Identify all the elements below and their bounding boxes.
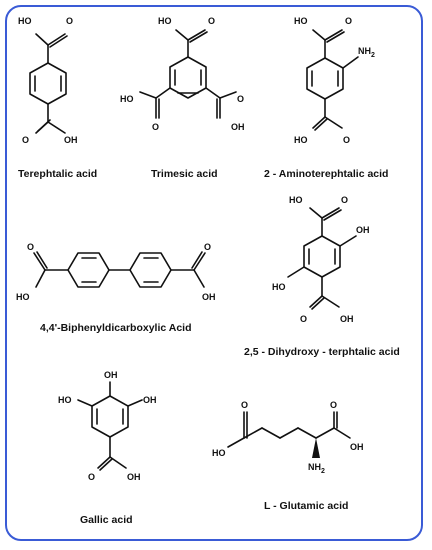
biphenyl-structure: O HO O OH [16,242,216,302]
terephthalic-structure: O HO O OH [18,16,78,145]
hydroxyl-label: OH [350,442,364,452]
hydroxyl-label: OH [104,370,118,380]
oxygen-label: O [88,472,95,482]
hydroxyl-label: HO [212,448,226,458]
hydroxyl-label: HO [272,282,286,292]
caption-aminoterephthalic: 2 - Aminoterephtalic acid [264,168,388,180]
oxygen-label: O [345,16,352,26]
hydroxyl-label: OH [340,314,354,324]
amine-label: NH2 [358,46,375,59]
hydroxyl-label: HO [16,292,30,302]
figure-frame [5,5,423,541]
dihydroxy-structure: O HO OH HO O OH [272,195,370,324]
hydroxyl-label: OH [127,472,141,482]
amine-label: NH2 [308,462,325,475]
hydroxyl-label: OH [64,135,78,145]
hydroxyl-label: HO [18,16,32,26]
caption-dihydroxy: 2,5 - Dihydroxy - terphtalic acid [244,346,400,358]
oxygen-label: O [208,16,215,26]
aminoterephthalic-structure: O HO NH2 HO O [294,16,375,145]
hydroxyl-label: HO [120,94,134,104]
hydroxyl-label: HO [294,16,308,26]
hydroxyl-label: OH [356,225,370,235]
oxygen-label: O [330,400,337,410]
oxygen-label: O [22,135,29,145]
oxygen-label: O [27,242,34,252]
oxygen-label: O [237,94,244,104]
hydroxyl-label: HO [158,16,172,26]
caption-glutamic: L - Glutamic acid [264,500,348,512]
caption-biphenyl: 4,4'-Biphenyldicarboxylic Acid [40,322,192,334]
caption-gallic: Gallic acid [80,514,133,526]
wedge-bond [312,438,320,458]
oxygen-label: O [204,242,211,252]
oxygen-label: O [300,314,307,324]
oxygen-label: O [66,16,73,26]
glutamic-structure: O HO O OH NH2 [212,400,364,475]
hydroxyl-label: OH [143,395,157,405]
trimesic-structure: O HO HO O O OH [120,16,245,132]
hydroxyl-label: HO [294,135,308,145]
hydroxyl-label: HO [289,195,303,205]
caption-trimesic: Trimesic acid [151,168,218,180]
hydroxyl-label: HO [58,395,72,405]
hydroxyl-label: OH [231,122,245,132]
hydroxyl-label: OH [202,292,216,302]
oxygen-label: O [343,135,350,145]
gallic-structure: OH HO OH O OH [58,370,157,482]
caption-terephthalic: Terephtalic acid [18,168,97,180]
oxygen-label: O [341,195,348,205]
oxygen-label: O [241,400,248,410]
oxygen-label: O [152,122,159,132]
